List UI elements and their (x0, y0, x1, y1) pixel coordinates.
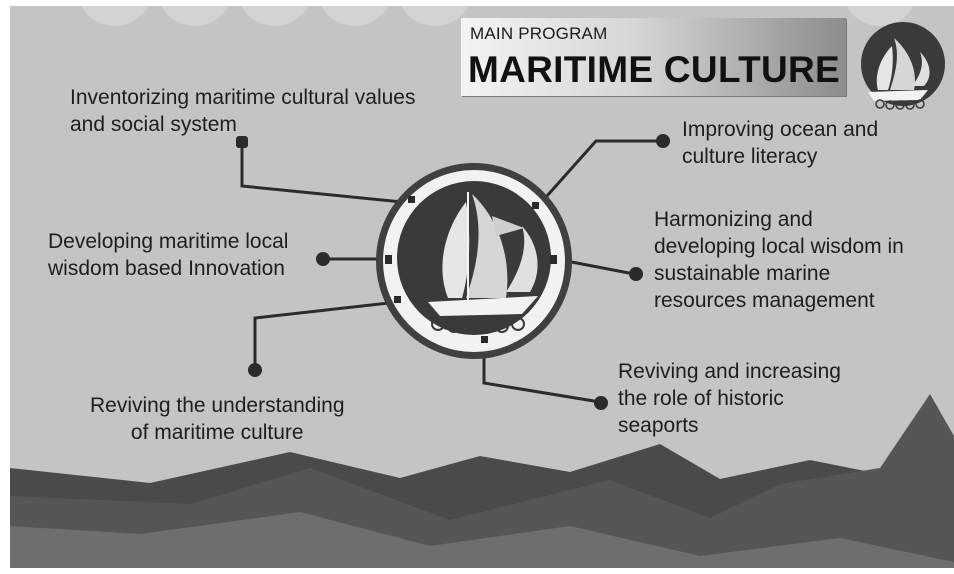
program-label-line: Developing maritime local (48, 230, 289, 253)
top-wave-decoration (81, 6, 914, 26)
connector-ocean-literacy (536, 139, 663, 207)
program-label-line: and social system (70, 113, 237, 136)
program-label-line: sustainable marine (654, 262, 831, 285)
main-program-header: MAIN PROGRAM MARITIME CULTURE (461, 18, 846, 96)
program-label-line: culture literacy (682, 145, 818, 168)
program-label-line: seaports (618, 414, 699, 437)
program-label-line: wisdom based Innovation (48, 257, 285, 280)
mountain-range (10, 394, 954, 568)
program-label-harmonizing: Harmonizing and developing local wisdom … (654, 206, 904, 314)
header-title: MARITIME CULTURE (468, 49, 841, 90)
program-label-line: Reviving and increasing (618, 360, 841, 383)
connector-understanding (253, 300, 399, 368)
program-label-line: Reviving the understanding (90, 394, 345, 417)
program-label-line: Harmonizing and (654, 208, 813, 231)
program-label-inventory: Inventorizing maritime cultural values a… (70, 84, 415, 138)
program-label-understanding: Reviving the understanding of maritime c… (90, 392, 345, 446)
diagram-panel: MAIN PROGRAM MARITIME CULTURE Inventoriz… (10, 6, 954, 568)
dot-harmonizing (629, 267, 643, 281)
connector-inventory (240, 146, 413, 205)
connector-dots (236, 134, 670, 410)
program-label-line: Improving ocean and (682, 118, 879, 141)
program-label-seaports: Reviving and increasing the role of hist… (618, 358, 841, 439)
center-emblem (376, 163, 572, 359)
header-subtitle: MAIN PROGRAM (470, 24, 608, 43)
emblem-waves (431, 317, 525, 334)
program-label-ocean-literacy: Improving ocean and culture literacy (682, 116, 878, 170)
dot-ocean-literacy (656, 134, 670, 148)
dot-understanding (248, 363, 262, 377)
program-label-line: Inventorizing maritime cultural values (70, 86, 416, 109)
dot-local-wisdom-innovation (316, 252, 330, 266)
ship-logo-icon (861, 22, 945, 110)
dot-seaports (594, 396, 608, 410)
program-label-line: developing local wisdom in (654, 235, 904, 258)
diagram-graphics (10, 6, 954, 568)
program-label-line: of maritime culture (130, 421, 304, 444)
dot-inventory (236, 136, 248, 148)
program-label-line: the role of historic (618, 387, 784, 410)
program-label-local-wisdom-innovation: Developing maritime local wisdom based I… (48, 228, 288, 282)
program-label-line: resources management (654, 289, 875, 312)
sailing-ship-icon (428, 192, 538, 316)
